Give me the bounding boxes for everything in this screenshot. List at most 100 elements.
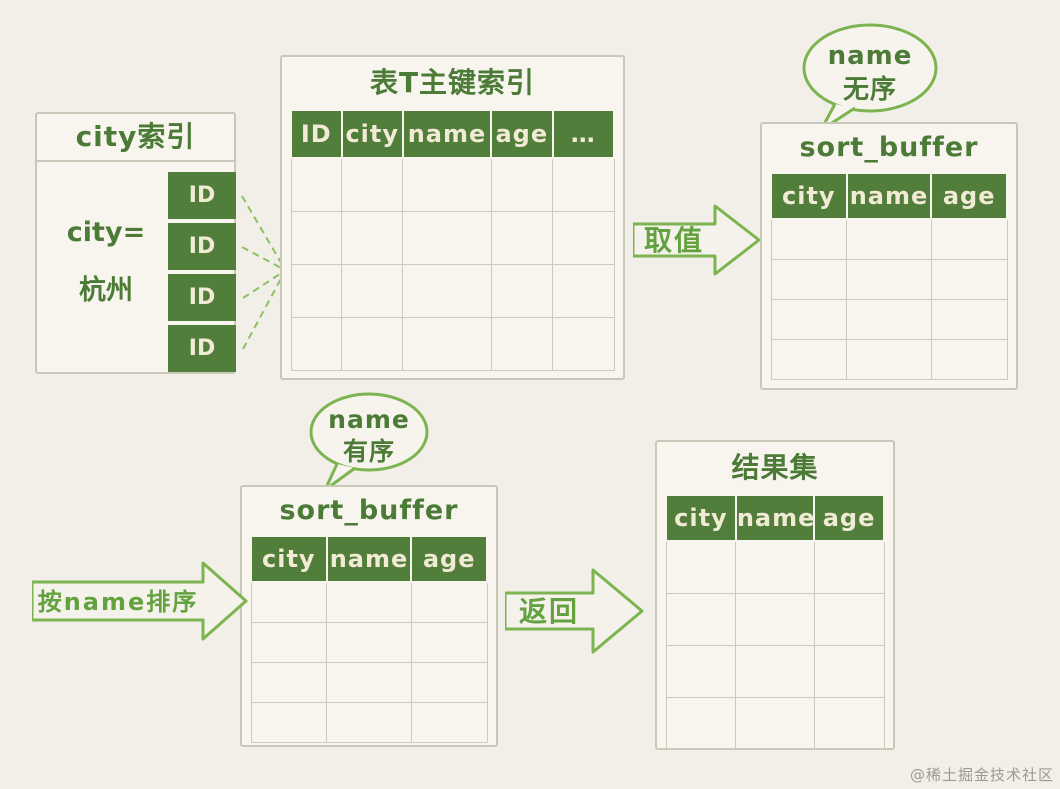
bubble-line1: name — [328, 405, 410, 434]
table-cell — [326, 662, 412, 703]
fetch-arrow-label: 取值 — [644, 224, 704, 257]
table-cell — [250, 581, 328, 623]
table-cell — [813, 593, 885, 646]
table-cell — [846, 259, 932, 300]
table-cell — [770, 218, 848, 260]
column-header: city — [665, 494, 737, 542]
table-cell — [735, 593, 815, 646]
table-cell — [735, 645, 815, 698]
table-cell — [340, 264, 404, 318]
table-cell — [930, 218, 1008, 260]
table-cell — [735, 540, 815, 594]
city-condition-line2: 杭州 — [79, 275, 133, 306]
bubble-line1: name — [828, 41, 913, 71]
table-cell — [813, 645, 885, 698]
id-cell: ID — [168, 274, 236, 321]
sort-by-name-arrow: 按name排序 — [32, 561, 248, 641]
table-cell — [665, 645, 737, 698]
return-arrow: 返回 — [505, 568, 644, 654]
table-cell — [930, 259, 1008, 300]
table-cell — [250, 702, 328, 743]
column-header: city — [770, 172, 848, 220]
table-cell — [290, 157, 342, 212]
table-cell — [846, 339, 932, 380]
city-index-title: city索引 — [37, 114, 234, 162]
table-row — [250, 622, 488, 663]
bubble-name-ordered: name 有序 — [309, 392, 429, 492]
table-row — [290, 211, 615, 265]
table-row — [290, 157, 615, 212]
table-cell — [846, 299, 932, 340]
table-cell — [340, 317, 404, 371]
table-row — [665, 697, 885, 750]
table-cell — [735, 697, 815, 750]
bubble-line2: 无序 — [843, 74, 897, 105]
table-cell — [770, 259, 848, 300]
table-cell — [340, 211, 404, 265]
primary-index-title: 表T主键索引 — [369, 66, 536, 99]
table-cell — [410, 702, 488, 743]
column-header: age — [490, 109, 554, 159]
table-cell — [665, 697, 737, 750]
table-cell — [552, 211, 615, 265]
table-cell — [326, 581, 412, 623]
dashed-line — [242, 274, 284, 350]
table-cell — [340, 157, 404, 212]
column-header: age — [930, 172, 1008, 220]
table-row — [770, 339, 1008, 380]
table-cell — [930, 339, 1008, 380]
bubble-ellipse — [309, 392, 429, 472]
bubble-line2: 有序 — [343, 437, 395, 466]
table-cell — [770, 339, 848, 380]
column-header: name — [325, 535, 413, 583]
dashed-line — [241, 246, 284, 270]
sort-buffer-bottom-title: sort_buffer — [279, 495, 459, 526]
table-cell — [846, 218, 932, 260]
table-row — [250, 702, 488, 743]
table-cell — [665, 593, 737, 646]
column-header: … — [551, 109, 615, 159]
table-cell — [290, 264, 342, 318]
column-header: city — [250, 535, 328, 583]
city-condition-line1: city= — [66, 217, 146, 248]
table-cell — [490, 264, 554, 318]
fetch-arrow-shape — [633, 204, 761, 276]
dashed-line — [241, 195, 284, 267]
column-header: ID — [290, 109, 343, 159]
result-set-title: 结果集 — [731, 451, 819, 484]
table-cell — [552, 317, 615, 371]
table-cell — [250, 622, 328, 663]
table-cell — [326, 702, 412, 743]
id-cell: ID — [168, 325, 236, 372]
table-cell — [490, 317, 554, 371]
column-header: name — [845, 172, 933, 220]
table-cell — [410, 662, 488, 703]
table-cell — [490, 157, 554, 212]
column-header: name — [734, 494, 816, 542]
table-cell — [402, 157, 492, 212]
table-cell — [813, 697, 885, 750]
table-row — [770, 299, 1008, 340]
table-row — [770, 218, 1008, 260]
table-row — [250, 581, 488, 623]
table-cell — [930, 299, 1008, 340]
table-cell — [770, 299, 848, 340]
table-row — [665, 540, 885, 594]
column-header: age — [813, 494, 885, 542]
table-row — [665, 645, 885, 698]
id-cell: ID — [168, 172, 236, 219]
column-header: age — [410, 535, 488, 583]
table-cell — [402, 211, 492, 265]
